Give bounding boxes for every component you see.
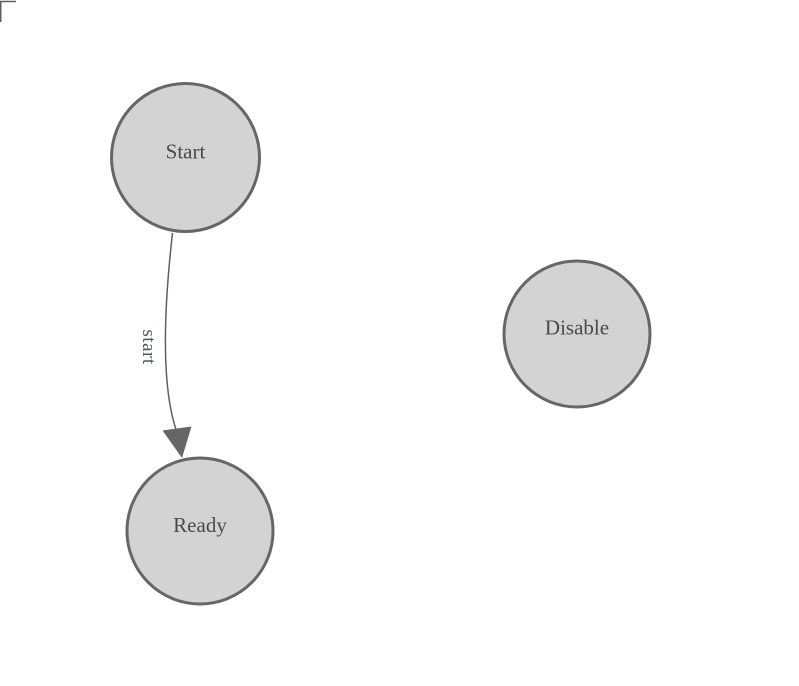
node-start[interactable]: Start <box>110 82 261 233</box>
canvas-corner-mark <box>0 0 16 22</box>
node-start-label: Start <box>166 140 206 164</box>
node-disable-label: Disable <box>545 316 609 340</box>
edge-label: start <box>138 329 159 364</box>
node-disable-circle[interactable] <box>502 259 652 409</box>
node-start-circle[interactable] <box>110 82 261 233</box>
arrowhead-icon <box>162 426 192 458</box>
edge-start-to-ready[interactable]: start <box>138 232 192 458</box>
edge-path[interactable] <box>164 232 178 432</box>
node-ready[interactable]: Ready <box>125 456 275 606</box>
node-ready-circle[interactable] <box>125 456 275 606</box>
node-disable[interactable]: Disable <box>502 259 652 409</box>
node-ready-label: Ready <box>173 513 227 537</box>
